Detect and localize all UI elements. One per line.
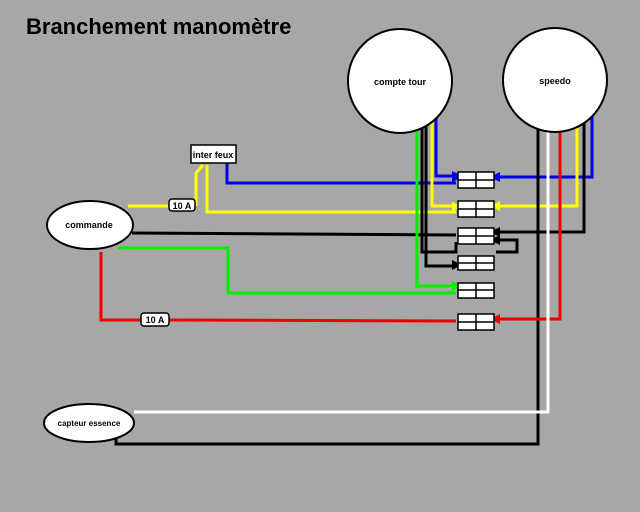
compte-tour-gauge: compte tour (347, 28, 453, 134)
compte-tour-label: compte tour (374, 77, 426, 87)
green-wire-compte-tour (415, 100, 456, 288)
arrow-tip (452, 202, 462, 212)
arrow-tip (490, 235, 500, 245)
black-wire-loop (496, 238, 519, 254)
arrow-tip (490, 172, 500, 182)
arrow-tip (490, 314, 500, 324)
black-wire-capteur (114, 100, 540, 446)
red-wire-speedo (496, 100, 562, 321)
arrow-tip (490, 201, 500, 211)
fuse-label: 10 A (173, 201, 192, 211)
yellow-wire-inter-to-junction (205, 165, 456, 214)
capteur-essence-sensor: capteur essence (43, 403, 135, 443)
capteur-essence-label: capteur essence (58, 419, 121, 428)
red-wire-fuse-to-junction (169, 318, 457, 323)
green-wire-commande (118, 246, 456, 295)
arrow-tip (452, 171, 462, 183)
connector-block-black-2 (457, 255, 495, 271)
connector-block-black (457, 227, 495, 245)
blue-wire-compte-tour (434, 100, 456, 178)
connector-block-green (457, 282, 495, 299)
arrow-tip (452, 260, 462, 270)
black-wire-speedo (496, 100, 586, 234)
yellow-wire-speedo (496, 100, 579, 208)
connector-block-blue (457, 171, 495, 189)
fuse-red-line: 10 A (140, 312, 170, 327)
commande-label: commande (65, 220, 113, 230)
fuse-label: 10 A (146, 315, 165, 325)
blue-wire-speedo (496, 100, 594, 179)
black-wire-compte-tour-a (420, 100, 458, 254)
yellow-wire-compte-tour (430, 100, 456, 208)
white-wire-capteur (134, 130, 550, 414)
speedo-label: speedo (539, 76, 571, 86)
diagram-title: Branchement manomètre (26, 14, 292, 39)
inter-feux-switch: inter feux (190, 144, 237, 164)
blue-wire-inter-feux (225, 163, 456, 185)
speedo-gauge: speedo (502, 27, 608, 133)
red-wire-commande (99, 252, 140, 322)
inter-feux-label: inter feux (193, 150, 234, 160)
black-wire-commande (131, 231, 457, 237)
yellow-wire-fuse-to-inter (194, 164, 205, 206)
fuse-yellow-line: 10 A (168, 198, 196, 212)
connector-block-yellow (457, 200, 495, 218)
black-wire-compte-tour-b (424, 100, 456, 268)
arrow-tip (452, 281, 462, 291)
commande-unit: commande (46, 200, 134, 250)
arrow-tip (490, 227, 500, 237)
connector-block-red (457, 313, 495, 331)
